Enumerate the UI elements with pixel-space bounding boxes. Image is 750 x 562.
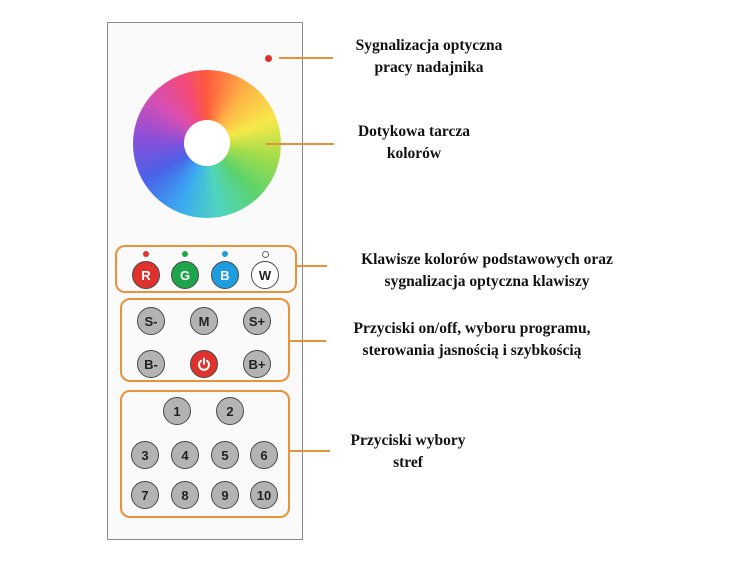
color-wheel-label-line1: Dotykowa tarcza	[357, 123, 471, 140]
control-buttons-leader-line	[290, 340, 326, 342]
indicator-label-line1: Sygnalizacja optyczna	[355, 37, 503, 54]
zone-buttons-label-line1: Przyciski wybory	[350, 432, 466, 449]
status-indicator-led	[265, 55, 272, 62]
zone-buttons-group	[120, 390, 290, 518]
basic-colors-label-line2: sygnalizacja optyczna klawiszy	[384, 273, 590, 290]
control-buttons-label: Przyciski on/off, wyboru programu, stero…	[322, 318, 622, 362]
basic-colors-label: Klawisze kolorów podstawowych oraz sygna…	[322, 249, 652, 293]
control-buttons-label-line2: sterowania jasnością i szybkością	[362, 342, 582, 359]
indicator-leader-line	[279, 57, 333, 59]
zone-7-button[interactable]: 7	[131, 481, 159, 509]
zone-buttons-label: Przyciski wybory stref	[328, 430, 488, 474]
zone-3-button[interactable]: 3	[131, 441, 159, 469]
red-button[interactable]: R	[132, 261, 160, 289]
green-key-led	[182, 251, 188, 257]
indicator-label-line2: pracy nadajnika	[374, 59, 484, 76]
zone-5-button[interactable]: 5	[211, 441, 239, 469]
indicator-label: Sygnalizacja optyczna pracy nadajnika	[334, 35, 524, 79]
color-wheel-leader-line	[266, 143, 334, 145]
zone-4-button[interactable]: 4	[171, 441, 199, 469]
zone-1-button[interactable]: 1	[163, 397, 191, 425]
basic-colors-label-line1: Klawisze kolorów podstawowych oraz	[361, 251, 613, 268]
zone-9-button[interactable]: 9	[211, 481, 239, 509]
zone-buttons-label-line2: stref	[393, 454, 423, 471]
color-wheel-label: Dotykowa tarcza kolorów	[334, 121, 494, 165]
control-buttons-label-line1: Przyciski on/off, wyboru programu,	[353, 320, 591, 337]
control-buttons-group	[120, 298, 290, 382]
power-icon	[198, 357, 210, 371]
brightness-up-button[interactable]: B+	[243, 350, 271, 378]
power-button[interactable]	[190, 350, 218, 378]
mode-button[interactable]: M	[190, 307, 218, 335]
speed-up-button[interactable]: S+	[243, 307, 271, 335]
blue-button[interactable]: B	[211, 261, 239, 289]
brightness-down-button[interactable]: B-	[137, 350, 165, 378]
zone-10-button[interactable]: 10	[250, 481, 278, 509]
white-button[interactable]: W	[251, 261, 279, 289]
color-wheel-center	[184, 120, 230, 166]
zone-8-button[interactable]: 8	[171, 481, 199, 509]
speed-down-button[interactable]: S-	[137, 307, 165, 335]
color-wheel-label-line2: kolorów	[386, 145, 442, 162]
white-key-led	[262, 251, 269, 258]
basic-colors-leader-line	[297, 265, 327, 267]
zone-2-button[interactable]: 2	[216, 397, 244, 425]
basic-colors-group	[115, 245, 297, 293]
red-key-led	[143, 251, 149, 257]
zone-6-button[interactable]: 6	[250, 441, 278, 469]
zone-buttons-leader-line	[290, 450, 330, 452]
blue-key-led	[222, 251, 228, 257]
green-button[interactable]: G	[171, 261, 199, 289]
